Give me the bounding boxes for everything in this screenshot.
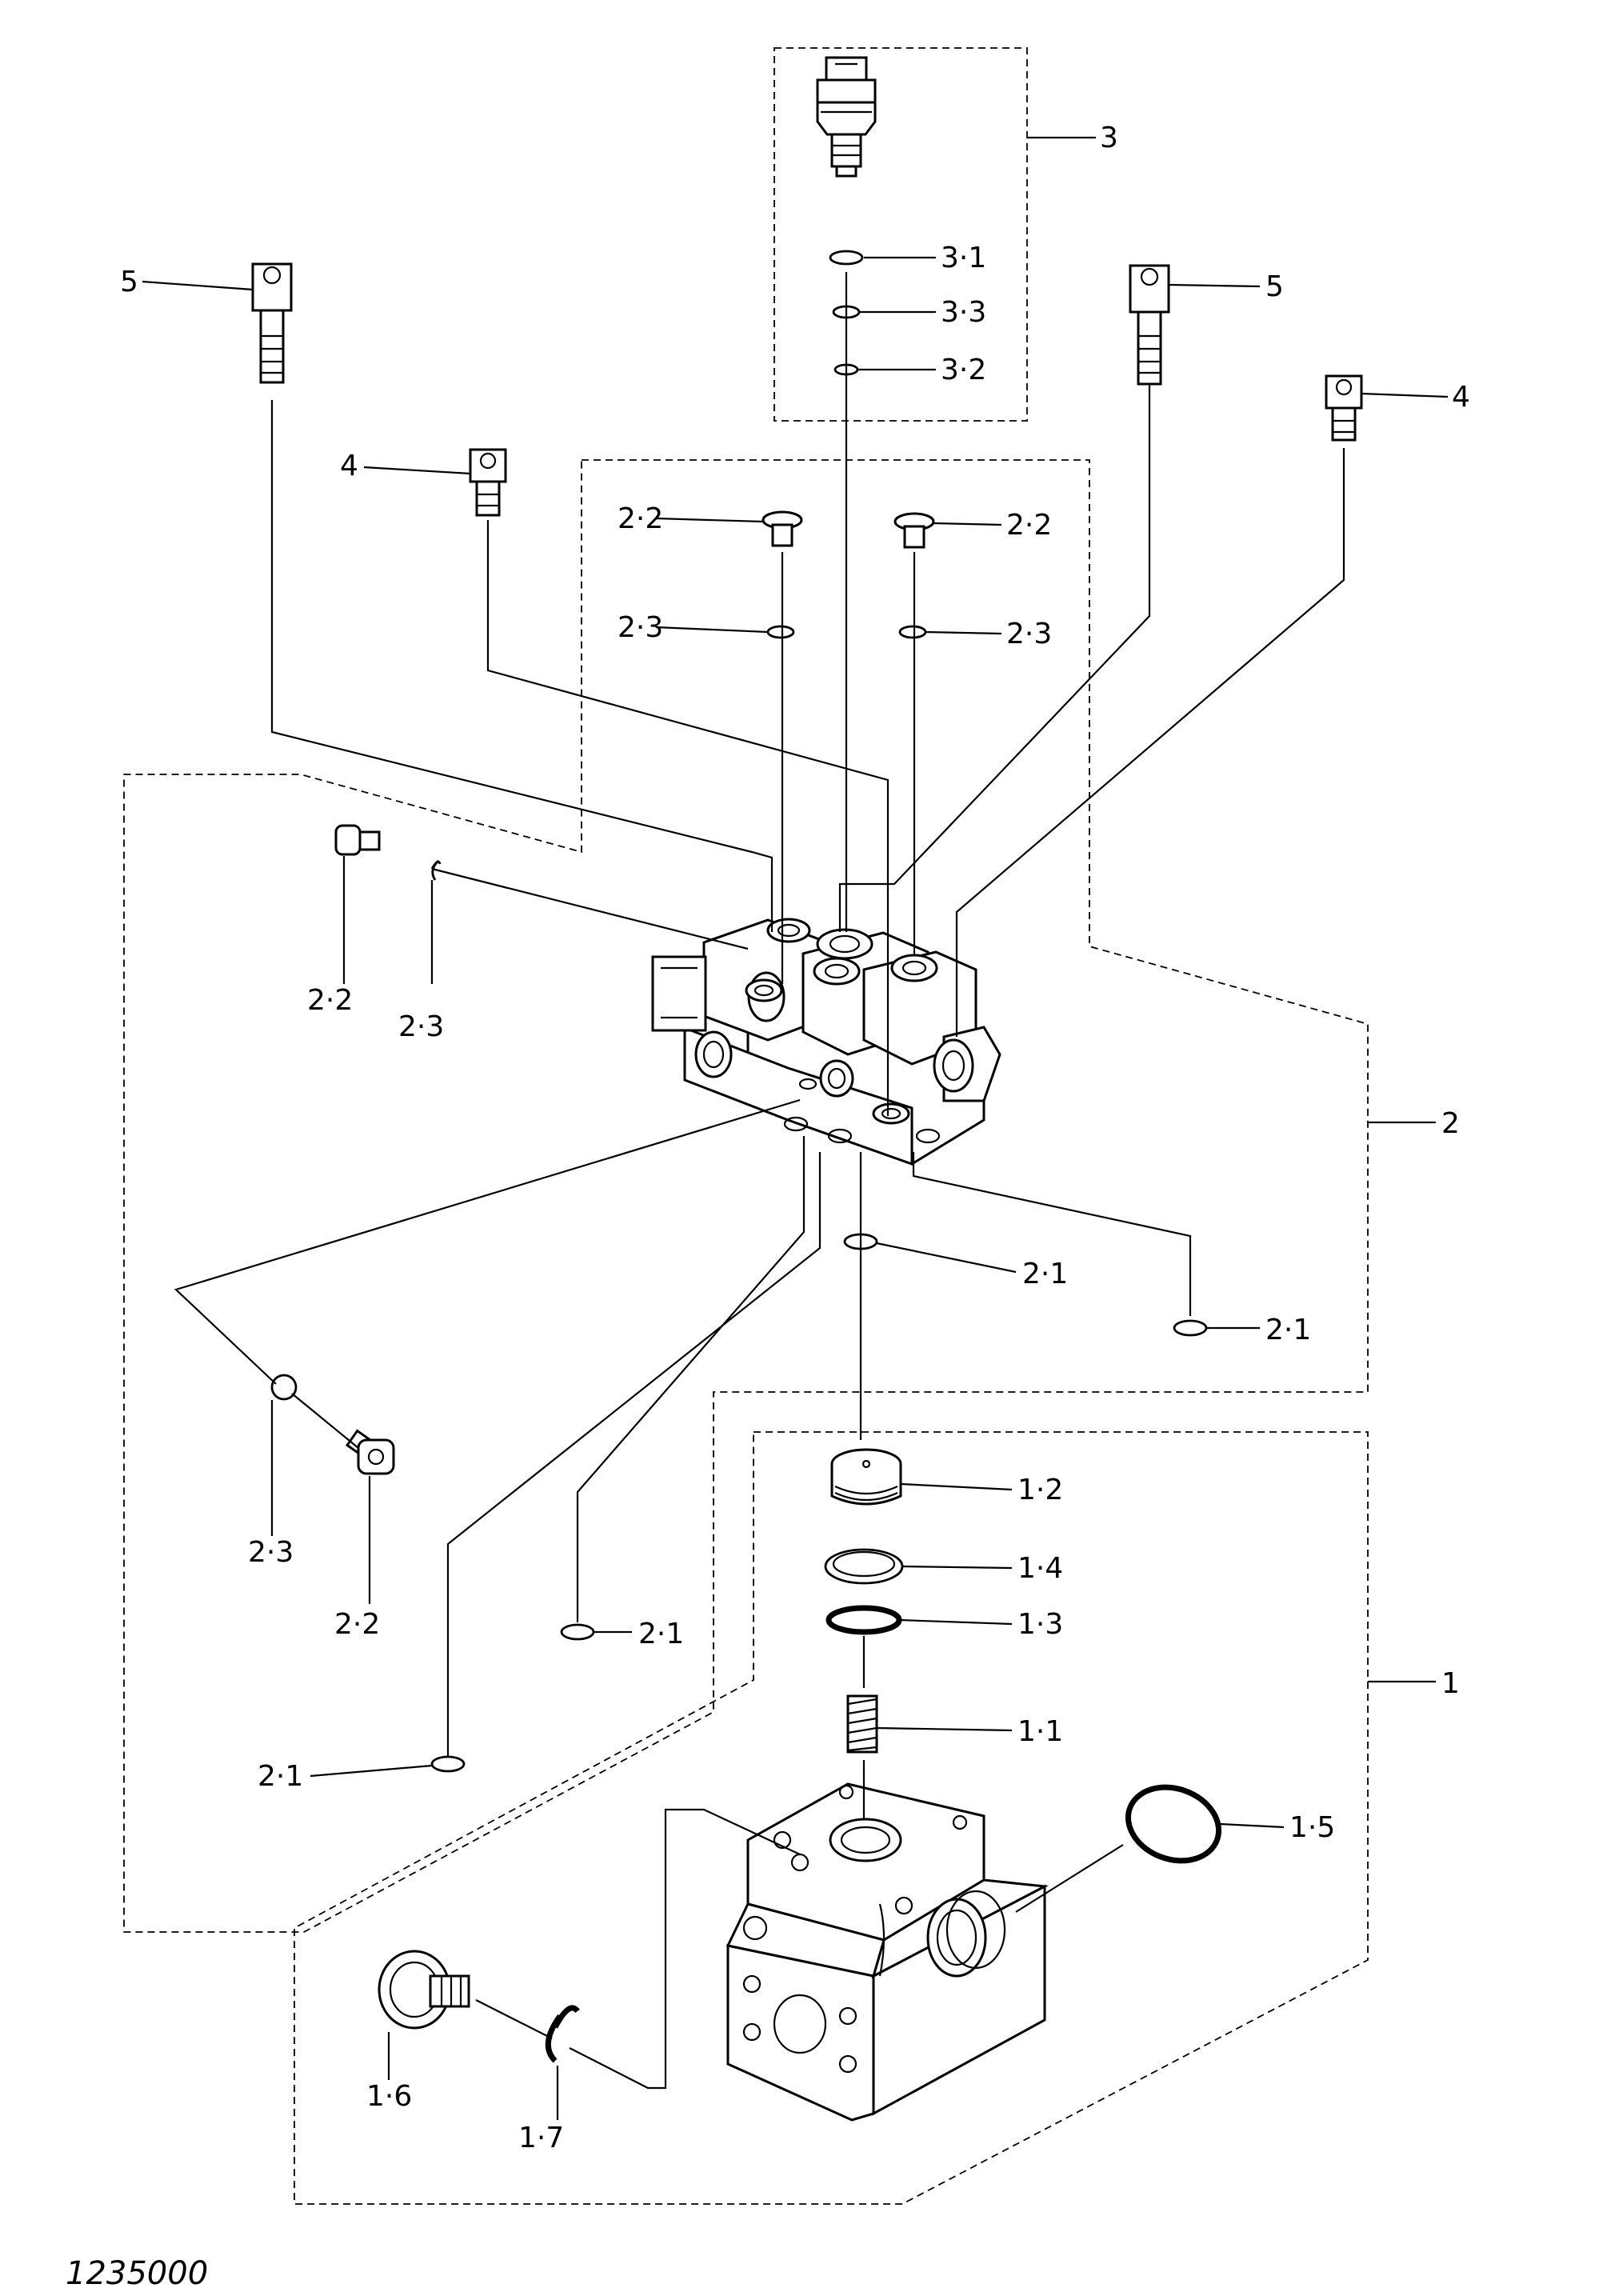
piston-1-2 (830, 1448, 902, 1506)
o-ring-2-1-b (1173, 1319, 1208, 1337)
callout-1: 1 (1441, 1667, 1460, 1700)
callout-2-2-b: 2·2 (1006, 509, 1052, 542)
callout-1-2: 1·2 (1017, 1474, 1063, 1506)
callout-2-3-a: 2·3 (618, 611, 663, 644)
callout-3-3: 3·3 (941, 296, 986, 329)
leader-lines (142, 136, 1449, 1829)
spring-1-1 (846, 1694, 878, 1754)
o-ring-2-1-c (560, 1623, 595, 1641)
group-3-boundary (774, 47, 1028, 422)
callout-5-right: 5 (1265, 270, 1284, 303)
o-ring-2-3-side (430, 860, 442, 881)
callout-1-7: 1·7 (518, 2122, 564, 2154)
callout-1-4: 1·4 (1017, 1552, 1063, 1585)
callout-3-1: 3·1 (941, 242, 986, 274)
backup-ring-1-4 (824, 1548, 904, 1585)
plug-2-2-side (334, 824, 381, 856)
valve-block-2 (651, 918, 1001, 1166)
callout-2-1-d: 2·1 (258, 1760, 303, 1793)
callout-2-3-b: 2·3 (1006, 618, 1052, 650)
callout-2: 2 (1441, 1107, 1460, 1140)
callout-4-left: 4 (340, 450, 358, 482)
o-ring-2-3-low (270, 1374, 298, 1401)
plug-1-6 (378, 1950, 470, 2030)
callout-5-left: 5 (120, 266, 138, 298)
o-ring-1-3 (825, 1605, 902, 1635)
group-2-boundary (123, 459, 1369, 1933)
callout-1-3: 1·3 (1017, 1608, 1063, 1641)
callout-2-2-side: 2·2 (307, 984, 353, 1017)
group-1-boundary (294, 1431, 1369, 2205)
plug-2-2-low (345, 1429, 395, 1475)
plug-2-2-a (762, 510, 803, 547)
callout-2-2-low: 2·2 (334, 1608, 380, 1641)
bolt-4-left (469, 448, 507, 517)
callout-2-3-side: 2·3 (398, 1010, 444, 1043)
callout-2-3-low: 2·3 (248, 1536, 294, 1569)
plug-2-2-b (893, 512, 935, 549)
o-ring-2-1-d (430, 1755, 466, 1773)
o-ring-1-7 (545, 2005, 580, 2063)
callout-1-6: 1·6 (366, 2080, 412, 2113)
bolt-5-right (1129, 264, 1170, 386)
callout-2-1-b: 2·1 (1265, 1314, 1311, 1346)
callout-1-5: 1·5 (1289, 1811, 1335, 1844)
callout-3: 3 (1100, 122, 1118, 154)
o-ring-1-5 (1125, 1784, 1222, 1864)
o-ring-2-3-b (898, 625, 927, 639)
callout-2-2-a: 2·2 (618, 502, 663, 535)
o-ring-3-1 (829, 250, 864, 266)
callout-4-right: 4 (1452, 381, 1470, 414)
alignment-lines (174, 272, 1345, 2120)
figure-number: 1235000 (66, 2255, 208, 2292)
callout-2-1-c: 2·1 (638, 1618, 684, 1650)
callout-3-2: 3·2 (941, 354, 986, 386)
callout-2-1-a: 2·1 (1022, 1258, 1068, 1290)
relief-valve-part-3 (816, 56, 877, 178)
callout-1-1: 1·1 (1017, 1715, 1063, 1748)
o-ring-2-3-a (766, 625, 795, 639)
valve-body-1 (726, 1782, 1049, 2122)
bolt-4-right (1325, 374, 1363, 442)
bolt-5-left (251, 262, 293, 384)
